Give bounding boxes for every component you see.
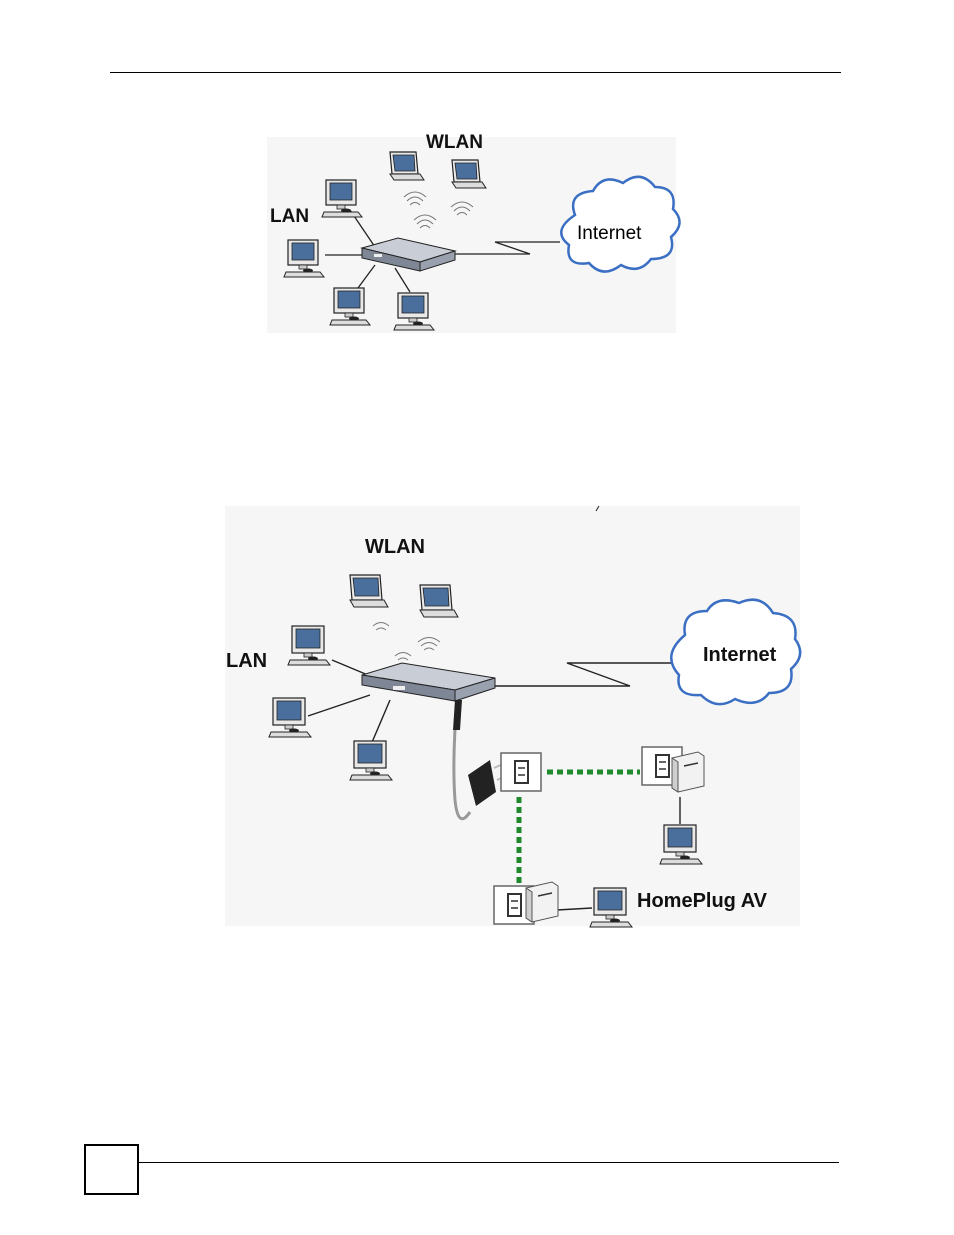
footer-rule: [139, 1162, 839, 1163]
fig2-lan-pc-3: [350, 741, 392, 780]
fig2-homeplug-pc-right: [660, 825, 702, 864]
page-number-box: [84, 1144, 139, 1195]
fig2-lan-pc-1: [288, 626, 330, 665]
fig2-wlan-label: WLAN: [365, 536, 425, 559]
fig2-homeplug-label: HomePlug AV: [637, 890, 767, 913]
fig2-stray-mark: [596, 506, 599, 511]
fig2-lan-label: LAN: [226, 650, 267, 673]
fig2-power-cord: [453, 700, 508, 819]
figure-2-graphics: [0, 0, 954, 1000]
fig2-lan-pc-2: [269, 698, 311, 737]
fig2-router: [362, 663, 495, 701]
fig2-wlan-laptop-1: [350, 575, 388, 607]
fig2-wall-outlet-main: [501, 753, 541, 791]
fig2-homeplug-adapter-bottom: [526, 882, 558, 922]
fig2-homeplug-pc-bottom: [590, 888, 632, 927]
fig2-wifi-waves: [373, 623, 440, 661]
fig2-wan-link: [493, 663, 680, 686]
fig2-internet-label: Internet: [703, 644, 776, 667]
fig2-wlan-laptop-2: [420, 585, 458, 617]
fig2-homeplug-adapter-right: [672, 752, 704, 792]
